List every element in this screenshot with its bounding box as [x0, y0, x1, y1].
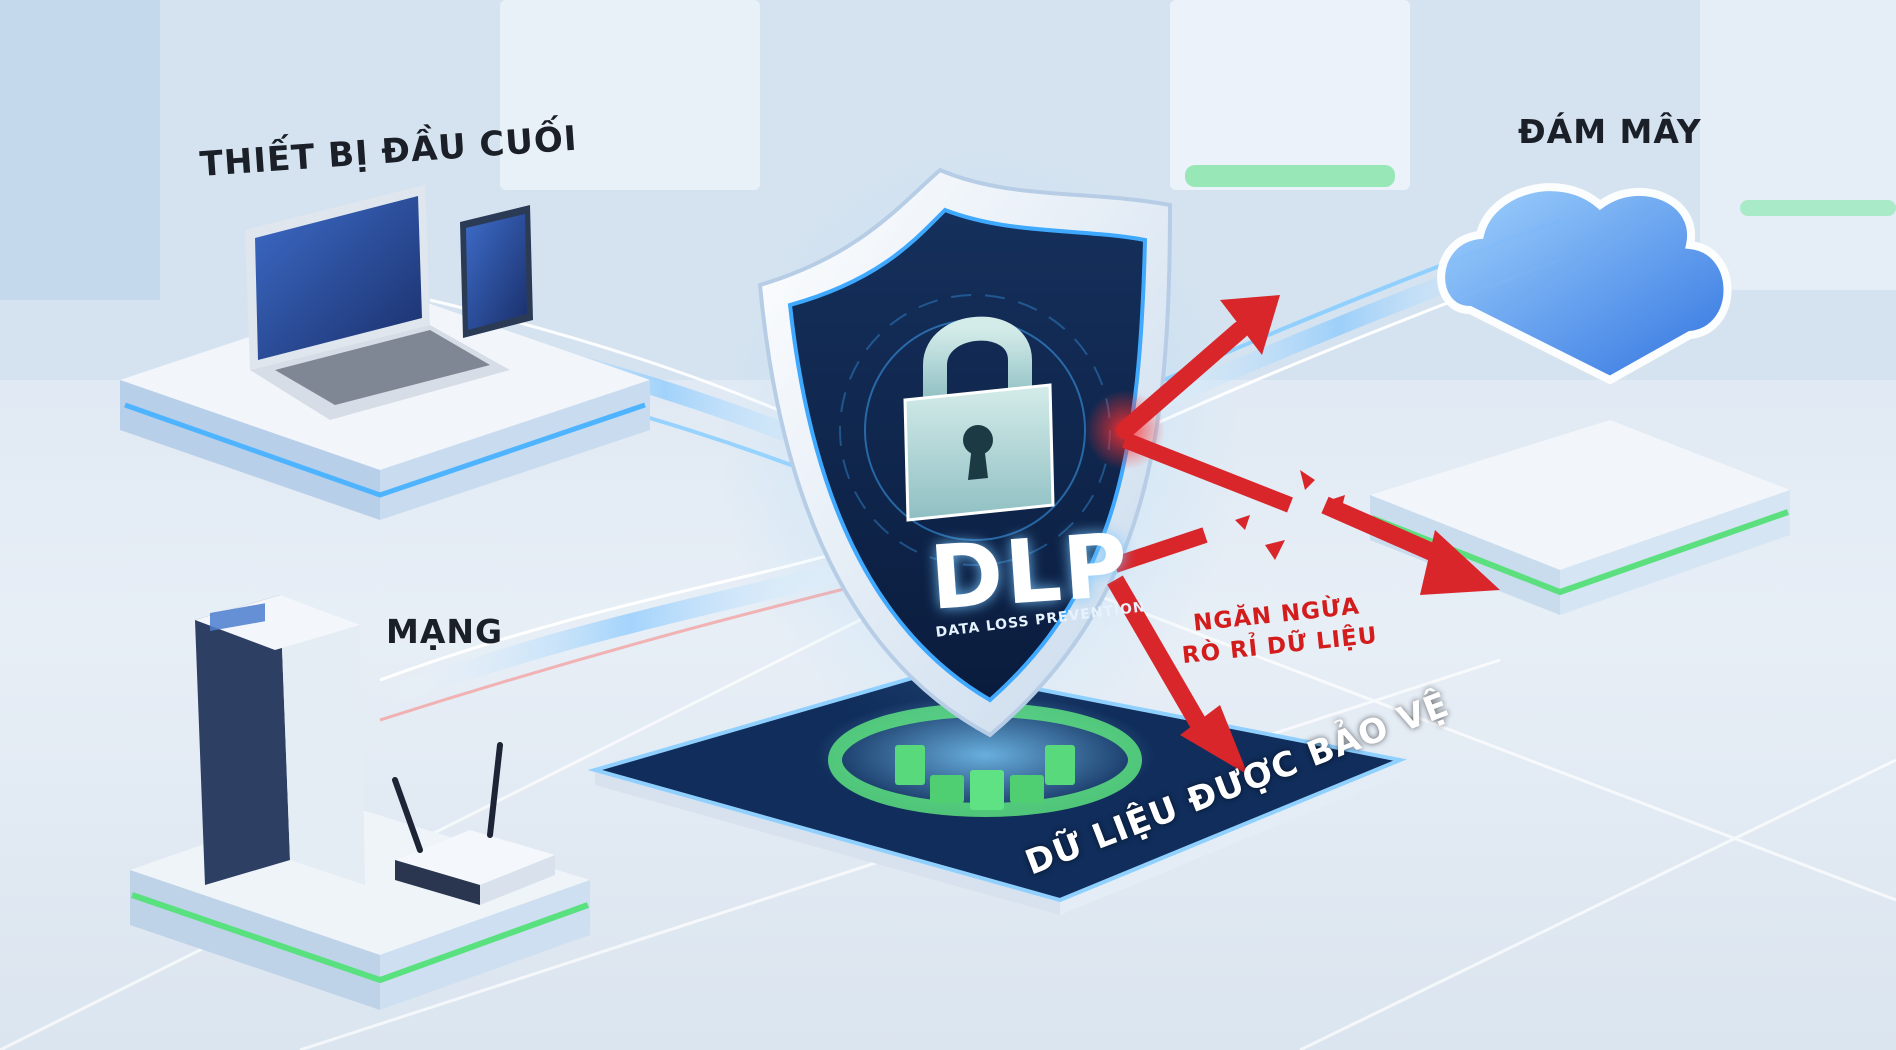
file-icon — [895, 745, 1075, 810]
cloud-icon — [1437, 183, 1732, 385]
server-icon — [195, 595, 365, 885]
cloud-label: ĐÁM MÂY — [1518, 112, 1702, 151]
laptop-icon — [245, 185, 510, 420]
folder-icon — [930, 775, 1044, 803]
router-icon — [392, 742, 555, 905]
network-label: MẠNG — [386, 612, 504, 651]
leak-arrows — [1085, 295, 1500, 775]
tablet-icon — [460, 205, 533, 338]
padlock-icon — [903, 316, 1055, 522]
